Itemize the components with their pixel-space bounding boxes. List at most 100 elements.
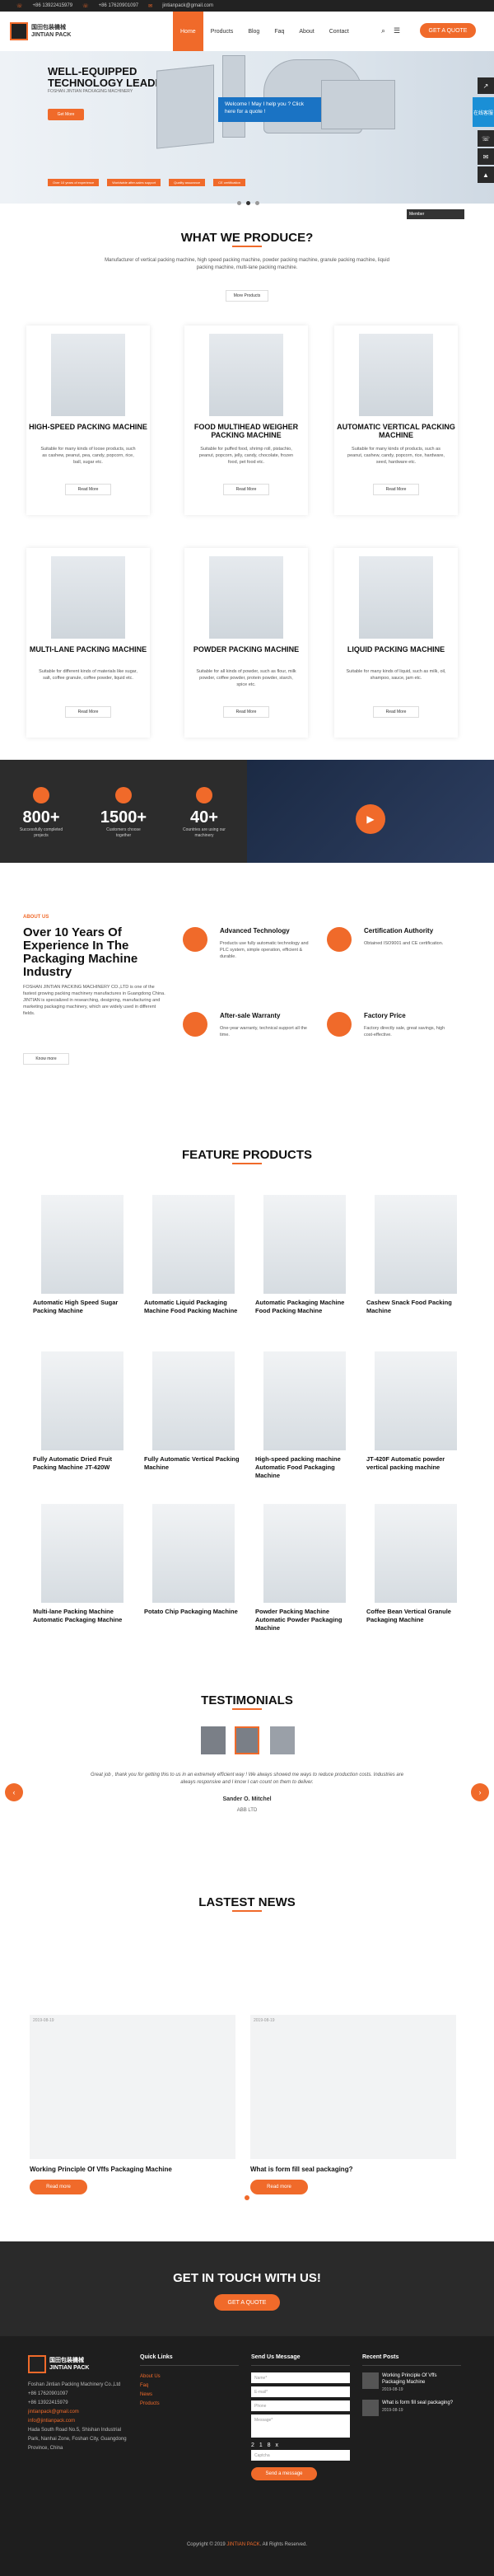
hero-button[interactable]: Get More [48,109,84,120]
captcha-field[interactable]: Captcha [251,2450,350,2461]
message-field[interactable]: Message* [251,2414,350,2438]
stat-icon [196,787,212,803]
top-phone-1[interactable]: +86 13922415979 [32,3,73,8]
cta-band: GET IN TOUCH WITH US! GET A QUOTE [0,2241,494,2336]
feature-warranty: After-sale Warranty One-year warranty, t… [183,1012,315,1078]
product-image [359,556,433,639]
recent-post[interactable]: Working Principle Of Vffs Packaging Mach… [362,2372,461,2395]
nav-products[interactable]: Products [210,28,234,35]
nav-about[interactable]: About [299,28,315,35]
nav-contact[interactable]: Contact [329,28,349,35]
product-image [375,1351,457,1450]
captcha-image: 2 1 8 x [251,2443,281,2448]
testimonial-avatar[interactable] [270,1726,295,1754]
read-more-button[interactable]: Read More [373,706,419,718]
get-quote-button[interactable]: GET A QUOTE [420,23,476,38]
certificate-icon [327,927,352,952]
phone-side-icon[interactable]: ☏ [478,130,494,147]
play-icon[interactable]: ▶ [356,804,385,834]
top-email[interactable]: jintianpack@gmail.com [162,3,213,8]
cta-quote-button[interactable]: GET A QUOTE [214,2294,280,2311]
title-underline [232,1708,262,1710]
footer-link[interactable]: Faq [140,2383,149,2388]
prev-arrow-icon[interactable]: ‹ [5,1783,23,1801]
mail-icon: ✉ [148,3,153,9]
phone-field[interactable]: Phone [251,2400,350,2411]
read-more-button[interactable]: Read More [373,484,419,495]
hero-machine-column [222,55,245,138]
product-card[interactable]: AUTOMATIC VERTICAL PACKING MACHINE Suita… [334,326,458,515]
read-more-button[interactable]: Read More [65,484,111,495]
chat-popup[interactable]: Welcome ! May I help you ? Click here fo… [218,97,321,122]
testimonial-avatar[interactable] [201,1726,226,1754]
recent-post[interactable]: What is form fill seal packaging?2019-08… [362,2400,461,2416]
know-more-button[interactable]: Know more [23,1053,69,1065]
footer-link[interactable]: About Us [140,2374,161,2379]
name-field[interactable]: Name* [251,2372,350,2383]
more-products-button[interactable]: More Products [226,290,268,302]
menu-icon[interactable]: ☰ [394,26,401,35]
main-nav: Home Products Blog Faq About Contact [173,12,357,51]
product-card[interactable]: HIGH-SPEED PACKING MACHINE Suitable for … [26,326,150,515]
news-image [30,2015,235,2159]
nav-home[interactable]: Home [173,12,203,51]
footer-phone-2[interactable]: +86 13922415979 [28,2400,68,2405]
news-pager-dot[interactable] [245,2195,249,2200]
product-card[interactable]: LIQUID PACKING MACHINE Suitable for many… [334,548,458,738]
footer-phone-1[interactable]: +86 17620901097 [28,2391,68,2396]
mail-side-icon[interactable]: ✉ [478,148,494,165]
hero-banner: WELL-EQUIPPED TECHNOLOGY LEADER FOSHAN J… [0,51,494,204]
share-icon[interactable]: ↗ [478,77,494,94]
carousel-dots [237,201,259,205]
footer-email-1[interactable]: jintianpack@gmail.com [28,2410,79,2414]
product-image [375,1195,457,1294]
send-message-button[interactable]: Send a message [251,2467,317,2480]
price-icon [327,1012,352,1037]
top-phone-2[interactable]: +86 17620901097 [98,3,139,8]
search-icon[interactable]: ⌕ [381,26,386,35]
online-service-button[interactable]: 在线客服 [473,97,494,127]
testimonial-role: ABB LTD [236,1808,258,1813]
carousel-dot[interactable] [255,201,259,205]
stat-icon [33,787,49,803]
testimonial-name: Sander O. Mitchel [222,1796,272,1802]
footer-links: Quick Links About Us Faq News Products [140,2353,239,2409]
nav-faq[interactable]: Faq [274,28,285,35]
feature-certification: Certification Authority Obtained ISO9001… [327,927,459,993]
read-more-button[interactable]: Read More [65,706,111,718]
carousel-dot-active[interactable] [246,201,250,205]
carousel-dot[interactable] [237,201,241,205]
member-tab[interactable]: Member [407,209,464,219]
hero-subtitle: FOSHAN JINTIAN PACKAGING MACHINERY [48,89,133,94]
product-card[interactable]: FOOD MULTIHEAD WEIGHER PACKING MACHINE S… [184,326,308,515]
product-image [152,1504,235,1603]
phone-icon: ☏ [16,3,23,9]
read-more-button[interactable]: Read more [30,2180,87,2194]
next-arrow-icon[interactable]: › [471,1783,489,1801]
footer-email-2[interactable]: info@jintianpack.com [28,2419,76,2424]
feature-products-title: FEATURE PRODUCTS [181,1148,313,1162]
feature-factory-price: Factory Price Factory directly sale, gre… [327,1012,459,1078]
product-card[interactable]: MULTI-LANE PACKING MACHINE Suitable for … [26,548,150,738]
testimonial-avatar-active[interactable] [235,1726,259,1754]
read-more-button[interactable]: Read more [250,2180,308,2194]
read-more-button[interactable]: Read More [223,706,269,718]
product-image [152,1195,235,1294]
product-image [51,556,125,639]
email-field[interactable]: E-mail* [251,2386,350,2397]
warranty-icon [183,1012,207,1037]
nav-blog[interactable]: Blog [248,28,260,35]
product-card[interactable]: POWDER PACKING MACHINE Suitable for all … [184,548,308,738]
post-thumbnail [362,2400,379,2416]
read-more-button[interactable]: Read More [223,484,269,495]
footer-link[interactable]: Products [140,2401,160,2406]
product-image [41,1195,124,1294]
product-image [263,1504,346,1603]
footer-link[interactable]: News [140,2392,153,2397]
news-image [250,2015,456,2159]
back-to-top-icon[interactable]: ▲ [478,166,494,183]
